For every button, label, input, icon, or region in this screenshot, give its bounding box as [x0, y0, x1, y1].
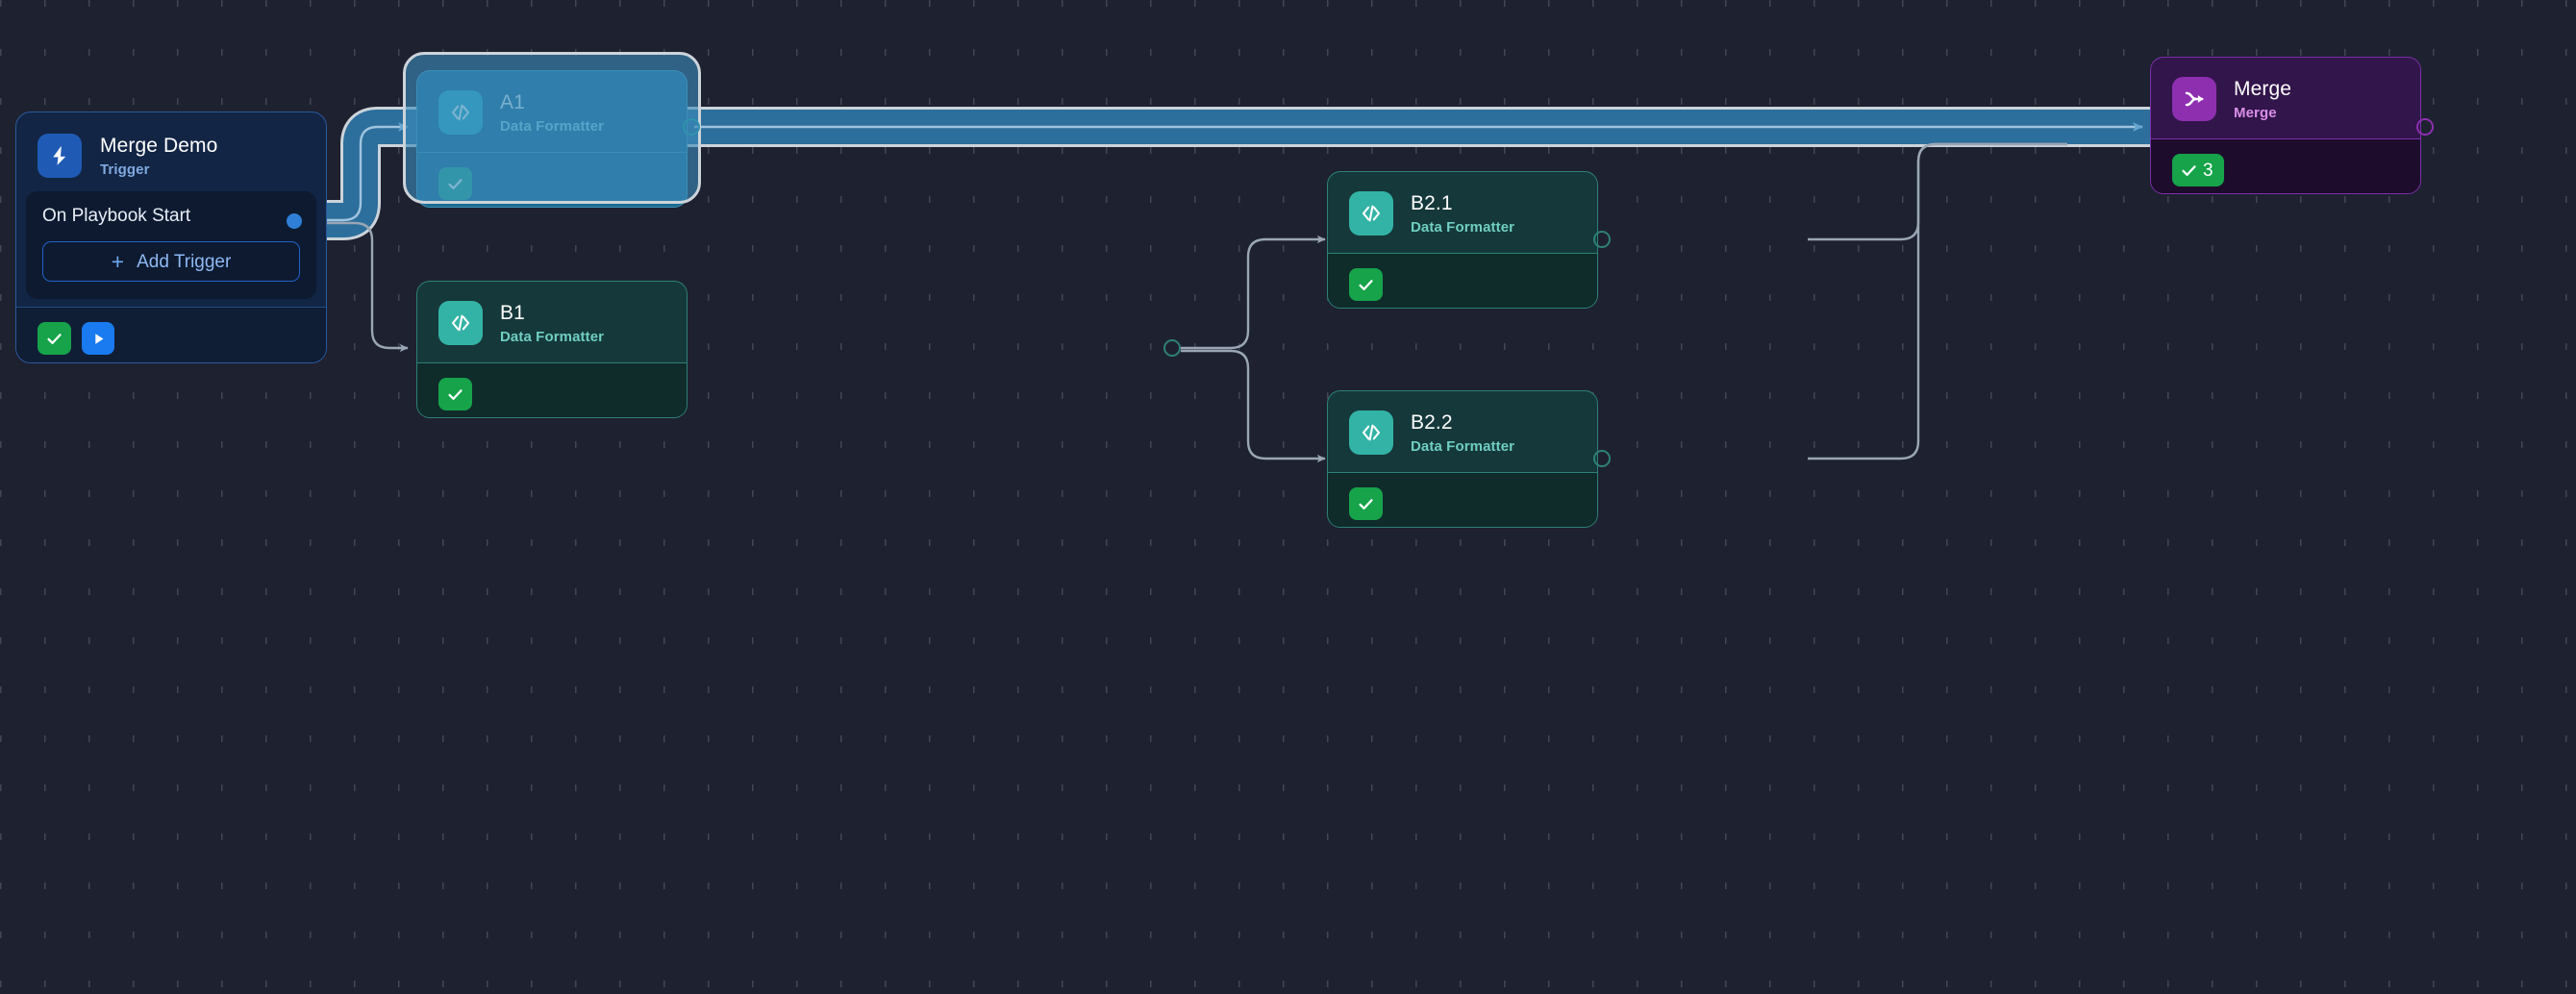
- edge-b22-to-merge: [1808, 142, 2067, 460]
- add-trigger-label: Add Trigger: [137, 251, 232, 272]
- node-a1-data-formatter[interactable]: A1 Data Formatter: [416, 70, 688, 208]
- check-icon: [448, 388, 463, 400]
- node-footer: [1328, 472, 1597, 527]
- status-badge-success[interactable]: [438, 378, 472, 410]
- node-footer: [1328, 253, 1597, 308]
- lightning-bolt-icon: [38, 134, 82, 178]
- trigger-label: On Playbook Start: [42, 206, 191, 226]
- node-title: B1: [500, 302, 525, 324]
- port-b1-output[interactable]: [1163, 339, 1181, 357]
- node-subtitle: Data Formatter: [1411, 219, 1515, 236]
- port-merge-output[interactable]: [2416, 118, 2434, 136]
- play-icon: [94, 333, 103, 344]
- node-b21-data-formatter[interactable]: B2.1 Data Formatter: [1327, 171, 1598, 309]
- run-playbook-button[interactable]: [82, 322, 114, 355]
- merge-arrows-icon: [2172, 77, 2216, 121]
- status-badge-success[interactable]: [38, 322, 71, 355]
- code-brackets-icon: [438, 301, 483, 345]
- node-header: Merge Demo Trigger: [16, 112, 326, 191]
- check-icon: [1359, 498, 1373, 509]
- node-text: A1 Data Formatter: [500, 90, 604, 134]
- port-b22-output[interactable]: [1593, 450, 1611, 467]
- node-text: B1 Data Formatter: [500, 301, 604, 344]
- status-badge-success[interactable]: [438, 167, 472, 200]
- node-title: Merge: [2234, 78, 2292, 100]
- status-badge-success[interactable]: [1349, 487, 1383, 520]
- node-subtitle: Merge: [2234, 105, 2277, 121]
- node-text: Merge Demo Trigger: [100, 134, 217, 177]
- node-header: B2.1 Data Formatter: [1328, 172, 1597, 253]
- node-text: Merge Merge: [2234, 77, 2291, 120]
- status-badge-success-count[interactable]: 3: [2172, 154, 2224, 186]
- node-header: B2.2 Data Formatter: [1328, 391, 1597, 472]
- code-brackets-icon: [438, 90, 483, 135]
- node-trigger-merge-demo[interactable]: Merge Demo Trigger On Playbook Start + A…: [15, 112, 327, 363]
- edge-b1-to-b22: [1181, 349, 1326, 463]
- node-subtitle: Data Formatter: [500, 118, 605, 135]
- node-subtitle: Data Formatter: [1411, 438, 1515, 455]
- check-icon: [448, 178, 463, 189]
- status-badge-success[interactable]: [1349, 268, 1383, 301]
- node-subtitle: Data Formatter: [500, 329, 605, 345]
- trigger-body: On Playbook Start + Add Trigger: [26, 191, 316, 299]
- node-title: B2.1: [1411, 192, 1453, 214]
- port-trigger-output[interactable]: [287, 213, 302, 229]
- node-footer: [417, 362, 687, 417]
- node-text: B2.2 Data Formatter: [1411, 410, 1514, 454]
- node-header: B1 Data Formatter: [417, 282, 687, 362]
- check-icon: [2182, 164, 2196, 176]
- badge-count: 3: [2203, 160, 2213, 181]
- node-title: A1: [500, 91, 525, 113]
- check-icon: [47, 333, 62, 344]
- node-header: A1 Data Formatter: [417, 71, 687, 152]
- edge-b21-to-merge: [1808, 142, 2067, 241]
- code-brackets-icon: [1349, 191, 1393, 236]
- node-title: B2.2: [1411, 411, 1453, 434]
- check-icon: [1359, 279, 1373, 290]
- node-b22-data-formatter[interactable]: B2.2 Data Formatter: [1327, 390, 1598, 528]
- code-brackets-icon: [1349, 410, 1393, 455]
- node-footer: 3: [2151, 138, 2420, 193]
- edge-b1-to-b21: [1181, 235, 1326, 350]
- node-subtitle: Trigger: [100, 162, 150, 178]
- port-b21-output[interactable]: [1593, 231, 1611, 248]
- node-footer: [16, 307, 326, 362]
- node-header: Merge Merge: [2151, 58, 2420, 138]
- node-merge[interactable]: Merge Merge 3: [2150, 57, 2421, 194]
- node-text: B2.1 Data Formatter: [1411, 191, 1514, 235]
- plus-icon: +: [111, 248, 125, 274]
- add-trigger-button[interactable]: + Add Trigger: [42, 241, 300, 282]
- node-title: Merge Demo: [100, 135, 218, 157]
- port-a1-output[interactable]: [683, 118, 700, 136]
- node-b1-data-formatter[interactable]: B1 Data Formatter: [416, 281, 688, 418]
- node-footer: [417, 152, 687, 207]
